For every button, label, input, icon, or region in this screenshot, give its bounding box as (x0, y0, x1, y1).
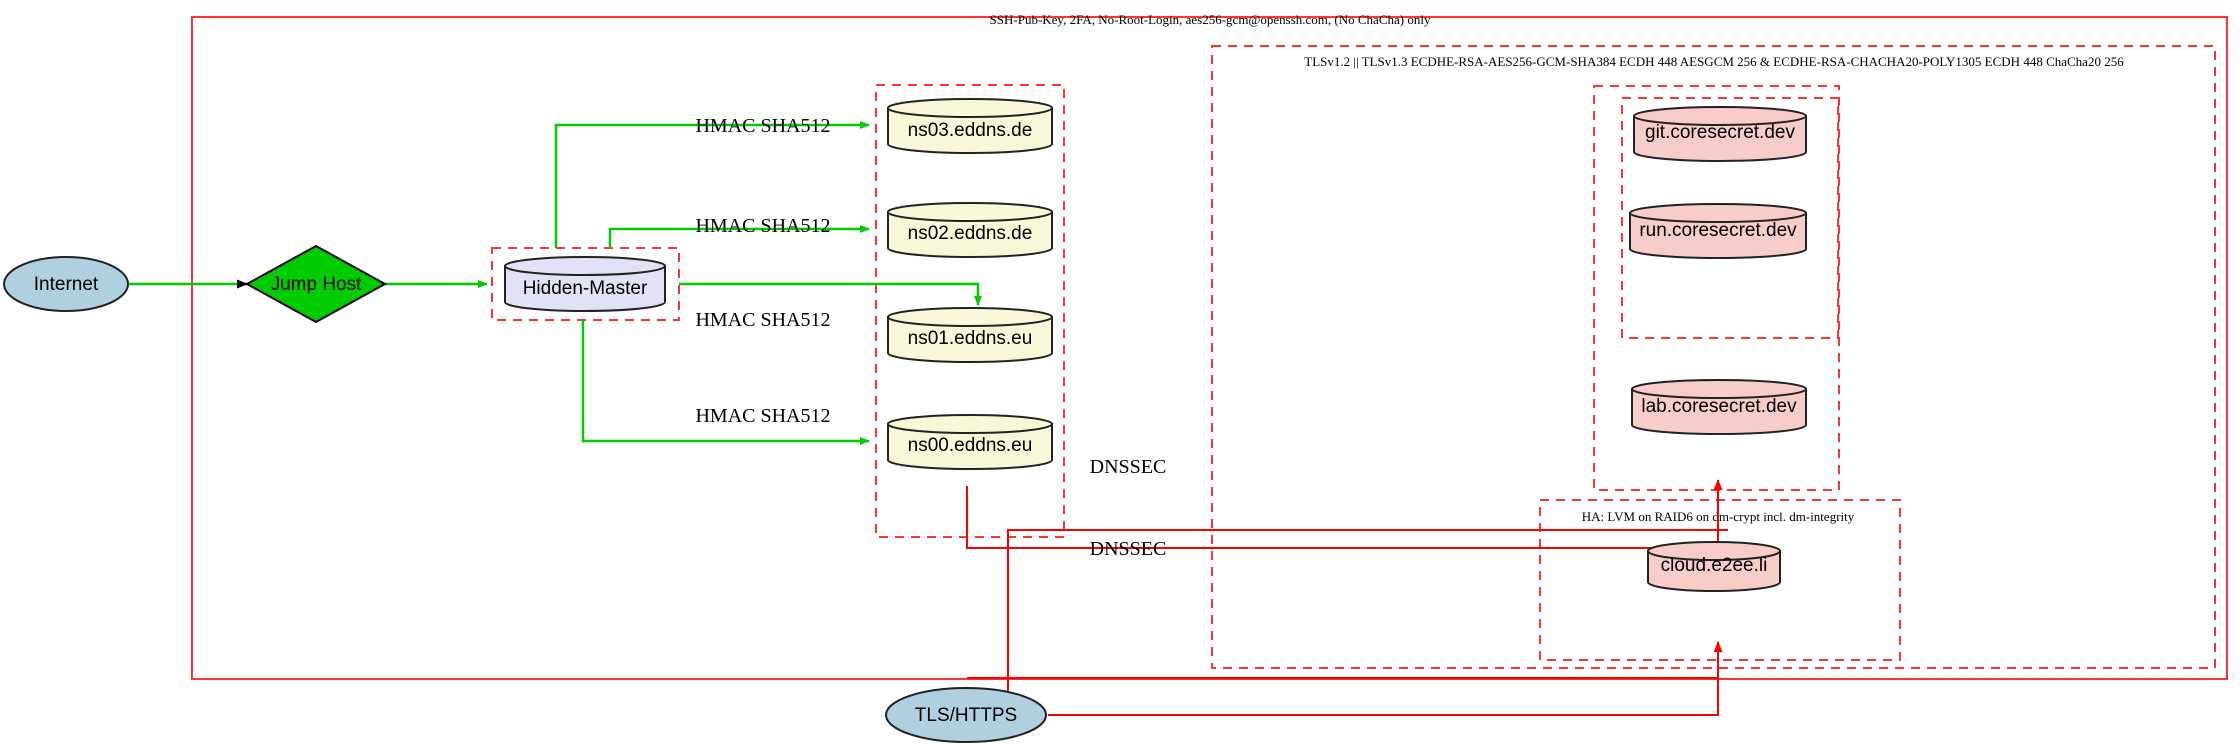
edge-label-hmac-ns00: HMAC SHA512 (695, 405, 830, 427)
edge-hm-to-ns01 (679, 282, 982, 306)
cluster-ssh-box (191, 16, 2228, 680)
edge-label-hmac-ns01: HMAC SHA512 (695, 309, 830, 331)
node-run-coresecret-label: run.coresecret.dev (1639, 220, 1797, 241)
node-internet-label: Internet (34, 274, 99, 295)
cluster-gitrun-box (1621, 97, 1839, 339)
cluster-tls-label: TLSv1.2 || TLSv1.3 ECDHE-RSA-AES256-GCM-… (1304, 54, 2124, 69)
node-ns03-label: ns03.eddns.de (908, 120, 1033, 141)
node-ns02-label: ns02.eddns.de (908, 223, 1033, 244)
node-internet[interactable]: Internet (3, 256, 129, 312)
edge-label-dnssec-upper: DNSSEC (1090, 456, 1167, 478)
edge-label-dnssec-lower: DNSSEC (1090, 538, 1167, 560)
node-jump-host-label: Jump Host (271, 274, 363, 295)
node-run-coresecret[interactable]: run.coresecret.dev (1629, 203, 1807, 259)
edge-tlshttps-right (1048, 690, 1719, 716)
node-ns03[interactable]: ns03.eddns.de (887, 98, 1053, 154)
cluster-hidden-master-box (491, 247, 680, 321)
node-jump-host[interactable]: Jump Host (244, 244, 388, 324)
edge-label-hmac-ns02: HMAC SHA512 (695, 215, 830, 237)
node-tls-https[interactable]: TLS/HTTPS (885, 687, 1047, 743)
node-git-coresecret[interactable]: git.coresecret.dev (1633, 106, 1807, 162)
node-lab-coresecret[interactable]: lab.coresecret.dev (1631, 379, 1807, 435)
node-tls-https-label: TLS/HTTPS (915, 705, 1017, 726)
node-ns02[interactable]: ns02.eddns.de (887, 202, 1053, 258)
node-hidden-master[interactable]: Hidden-Master (504, 256, 666, 312)
node-hidden-master-label: Hidden-Master (523, 278, 648, 299)
node-cloud-e2ee-label: cloud.e2ee.li (1661, 555, 1768, 576)
cluster-coresecret-box (1593, 85, 1840, 491)
node-ns01[interactable]: ns01.eddns.eu (887, 307, 1053, 363)
edge-hm-to-ns02 (608, 225, 870, 248)
node-ns01-label: ns01.eddns.eu (908, 328, 1033, 349)
edge-label-hmac-ns03: HMAC SHA512 (695, 115, 830, 137)
edge-hm-to-ns00 (581, 320, 870, 445)
node-lab-coresecret-label: lab.coresecret.dev (1641, 396, 1797, 417)
cluster-ssh-label: SSH-Pub-Key, 2FA, No-Root-Login, aes256-… (990, 12, 1431, 27)
node-ns00-label: ns00.eddns.eu (908, 435, 1033, 456)
cluster-ha-box (1539, 499, 1901, 661)
node-cloud-e2ee[interactable]: cloud.e2ee.li (1647, 541, 1781, 592)
node-ns00[interactable]: ns00.eddns.eu (887, 414, 1053, 470)
node-git-coresecret-label: git.coresecret.dev (1645, 122, 1795, 143)
edge-hm-to-ns03 (554, 121, 870, 248)
cluster-tls-box (1211, 45, 2216, 669)
